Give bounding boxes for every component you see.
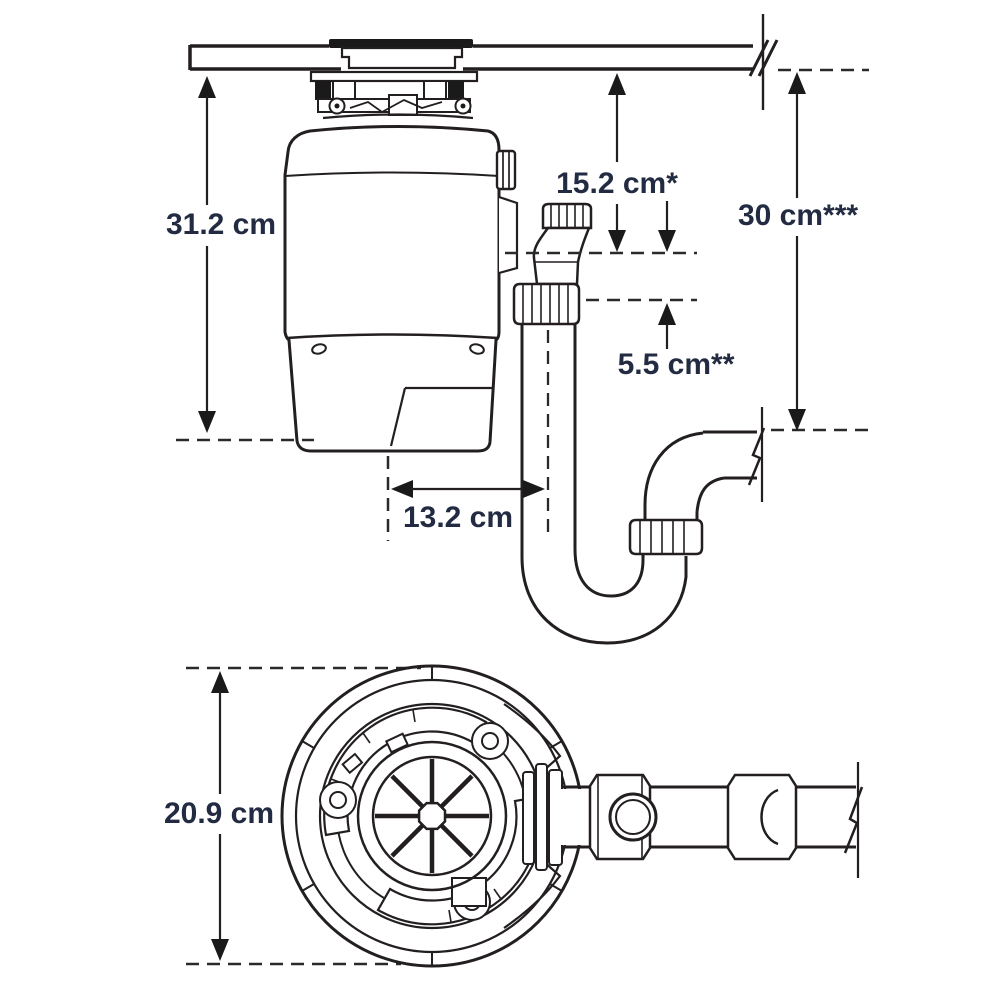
screw-hole-right <box>469 343 485 355</box>
dimension-13-2: 13.2 cm <box>386 330 550 541</box>
side-block <box>498 195 519 275</box>
guard-center-hub <box>417 801 447 831</box>
pipe-break-mark <box>843 786 864 854</box>
lower-flap <box>503 852 562 929</box>
dimension-5-5: 5.5 cm** <box>505 201 735 381</box>
dim-label-center-to-drain: 13.2 cm <box>403 501 513 534</box>
lower-crescent <box>376 795 541 926</box>
dimension-30: 30 cm*** <box>738 68 869 432</box>
tailpipe <box>520 324 577 557</box>
dimension-31-2: 31.2 cm <box>166 76 314 442</box>
countertop <box>188 14 779 110</box>
pipe-break-mark <box>747 427 766 486</box>
drain-connector-ribs <box>522 763 563 871</box>
disposer-bottom-body <box>280 664 584 968</box>
dim-label-body-diameter: 20.9 cm <box>164 797 274 830</box>
dimension-20-9: 20.9 cm <box>164 671 274 961</box>
side-view: 31.2 cm 15.2 cm* 5.5 cm** 30 cm*** <box>166 14 869 645</box>
dishwasher-inlet <box>495 149 517 191</box>
mounting-assembly <box>309 70 479 120</box>
bottom-tab <box>451 877 487 907</box>
small-tab <box>341 752 364 775</box>
disposer-body <box>283 125 519 453</box>
upper-flap <box>503 703 562 780</box>
bottom-view: 20.9 cm <box>164 664 864 968</box>
trap-elbow <box>643 431 725 513</box>
body-lower-seam <box>286 333 499 340</box>
dimension-15-2: 15.2 cm* <box>556 73 678 252</box>
screw-hole-left <box>311 343 327 355</box>
dim-label-min-clearance: 30 cm*** <box>738 199 858 232</box>
dim-label-disposer-height: 31.2 cm <box>166 208 276 241</box>
drain-pipe-horizontal <box>703 430 757 480</box>
trap-riser <box>643 505 699 520</box>
body-upper-seam <box>284 171 500 177</box>
dim-label-outlet-drop: 5.5 cm** <box>618 348 735 381</box>
dim-label-counter-to-outlet: 15.2 cm* <box>556 167 678 200</box>
bottom-panel <box>389 386 494 447</box>
outlet-elbow <box>532 226 591 286</box>
bottom-drain-pipe <box>561 762 864 878</box>
sink-flange <box>329 39 473 70</box>
discharge-outlet <box>512 202 593 557</box>
rim-ticks <box>301 666 563 966</box>
splash-guard <box>356 740 508 892</box>
outlet-nut-lower <box>512 282 581 326</box>
upper-crescent <box>323 706 488 837</box>
p-trap <box>520 407 766 645</box>
